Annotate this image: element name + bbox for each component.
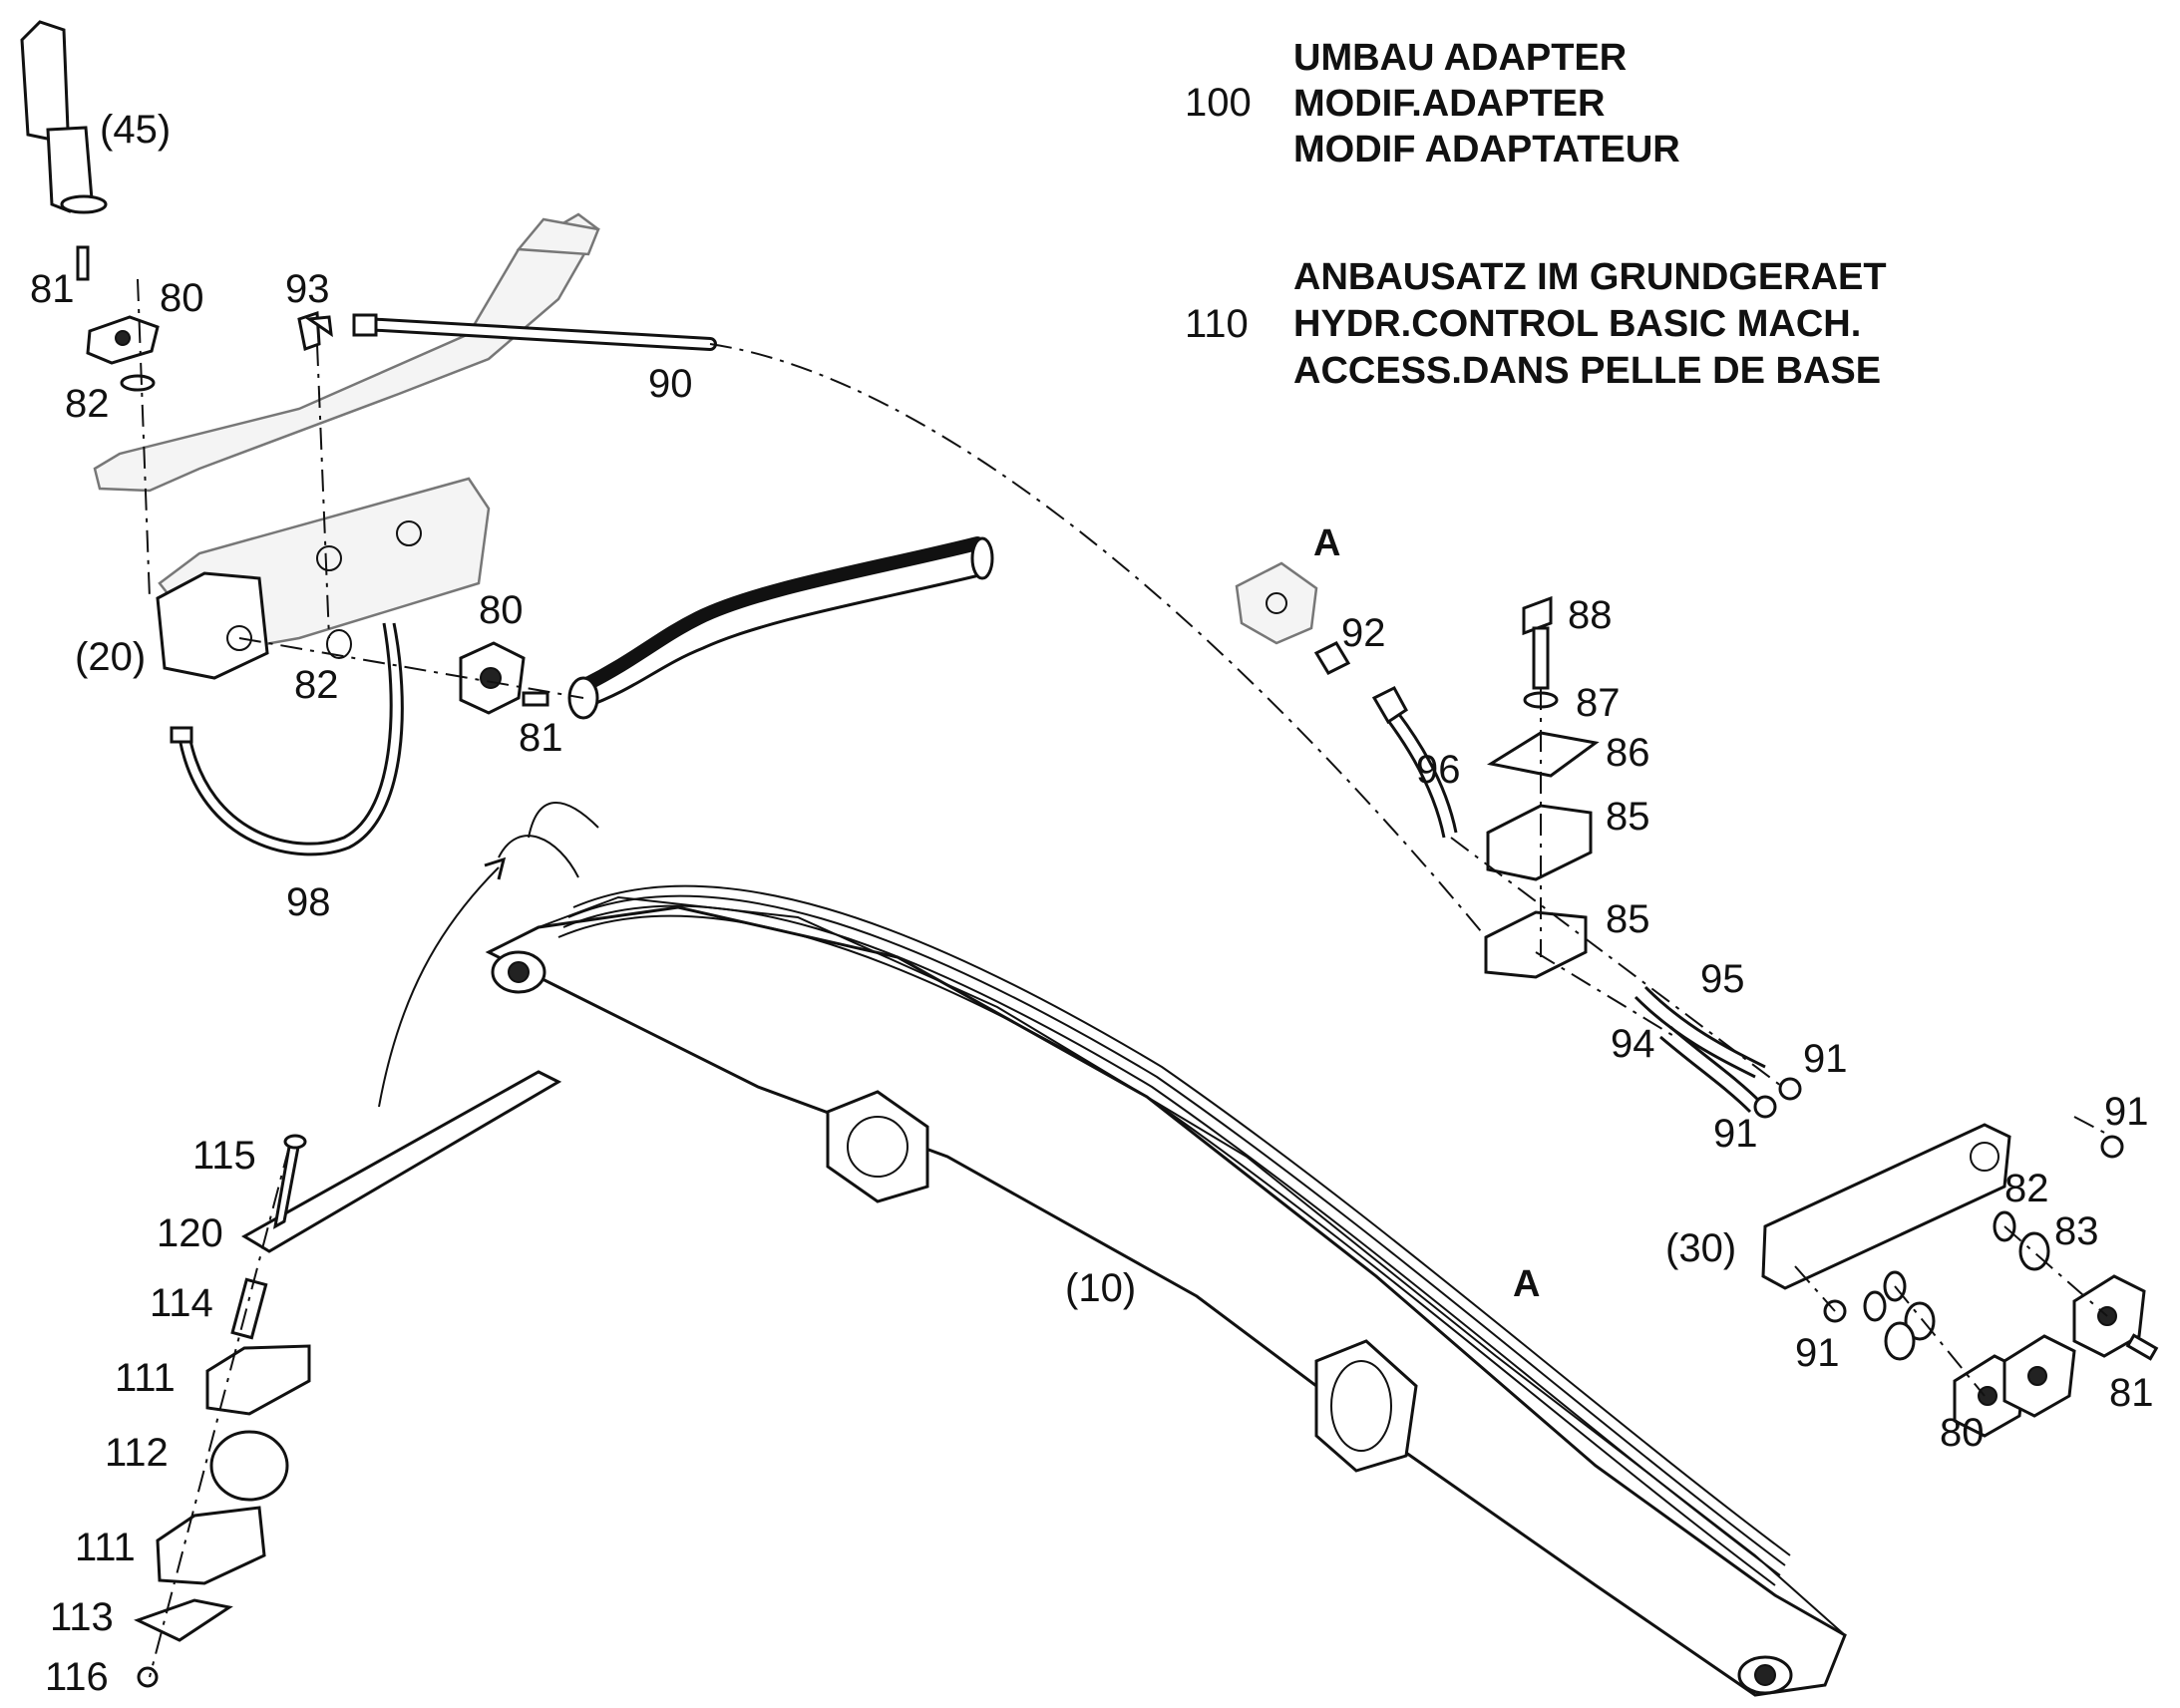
flange-clamp-80-top [86,315,160,365]
seals-82-83 [1863,1210,2050,1361]
nut-116 [137,1666,159,1688]
callout-81-top: 81 [30,267,75,311]
elbow-fitting-93 [297,310,333,351]
callout-81-middle: 81 [519,716,563,760]
callout-81-right: 81 [2109,1371,2154,1415]
callout-86: 86 [1606,731,1650,775]
assembly-centerlines [137,278,2113,1397]
plate-86 [1486,731,1600,778]
assembly-arrow [378,866,500,1108]
valve-mounting-plate [93,212,600,493]
boom-hose-bundle [557,884,1791,1586]
assembly-110-line-2: HYDR.CONTROL BASIC MACH. [1293,303,1861,345]
callout-112: 112 [105,1431,169,1475]
hose-98 [170,622,404,856]
screw-81-middle [522,691,549,707]
assembly-110-line-3: ACCESS.DANS PELLE DE BASE [1293,350,1881,392]
cylinder-rod-45 [20,20,108,214]
o-ring-82-middle [326,629,352,659]
callout-116: 116 [45,1655,109,1699]
assembly-100-line-3: MODIF ADAPTATEUR [1293,129,1680,171]
callout-45: (45) [100,108,171,152]
callout-111-bottom: 111 [75,1526,136,1569]
pilot-valve-view-a [1235,561,1318,645]
view-a-label-top: A [1313,522,1340,564]
o-ring-82-top [120,374,156,392]
control-valve-block-20 [156,477,491,680]
callout-30: (30) [1665,1226,1736,1270]
assembly-100-number: 100 [1185,81,1252,125]
callout-20: (20) [75,635,146,679]
boom-10 [485,802,1847,1697]
assembly-arrow-head [484,856,507,880]
assembly-110-line-1: ANBAUSATZ IM GRUNDGERAET [1293,256,1887,298]
callout-80-right: 80 [1940,1411,1985,1455]
callout-82-middle: 82 [294,663,339,707]
bolt-115 [272,1134,307,1229]
callout-120: 120 [157,1211,223,1255]
bracket-axis-line [149,1146,290,1678]
view-a-label-boom: A [1513,1263,1540,1305]
callout-10: (10) [1065,1266,1136,1310]
screw-81-top [76,245,90,281]
assembly-110-title: 110 ANBAUSATZ IM GRUNDGERAET HYDR.CONTRO… [1185,256,1887,392]
clamp-insert-112 [209,1430,289,1502]
callout-90: 90 [648,362,693,406]
callout-93: 93 [285,267,330,311]
fitting-92 [1313,641,1351,675]
callout-85-bottom: 85 [1606,897,1650,941]
callout-80-middle: 80 [479,588,524,632]
callout-91-b: 91 [1713,1112,1758,1156]
cover-plate-113 [134,1598,233,1642]
bolt-88 [1522,595,1553,690]
clamp-half-111-bottom [156,1506,266,1585]
screw-81-right [2125,1333,2159,1361]
assembly-100-line-1: UMBAU ADAPTER [1293,37,1627,79]
callout-85-top: 85 [1606,795,1650,839]
callout-115: 115 [192,1134,256,1178]
callout-91-c: 91 [2104,1090,2149,1134]
suction-hose [567,536,994,720]
callout-114: 114 [150,1281,213,1325]
hoses-94-95 [1634,985,1766,1114]
hose-90 [352,313,717,351]
callout-83: 83 [2054,1209,2099,1253]
hose-96 [1371,686,1458,839]
fittings-91 [1753,1077,2124,1323]
clamp-half-85-top [1486,804,1593,881]
callout-95: 95 [1700,957,1745,1001]
clamp-half-85-bottom [1484,910,1588,979]
assembly-110-number: 110 [1185,302,1249,346]
flange-80-middle [459,641,526,715]
callout-98: 98 [286,880,331,924]
distributor-block-30 [1761,1123,2011,1290]
callout-labels: (45) 81 80 82 93 90 (20) 82 80 81 98 92 … [30,108,2154,1699]
callout-91-d: 91 [1795,1331,1840,1375]
callout-92: 92 [1341,611,1386,655]
callout-87: 87 [1576,681,1621,725]
assembly-100-line-2: MODIF.ADAPTER [1293,83,1605,125]
assembly-100-title: 100 UMBAU ADAPTER MODIF.ADAPTER MODIF AD… [1185,37,1680,171]
callout-80-top: 80 [160,276,204,320]
spacer-114 [230,1277,268,1340]
callout-94: 94 [1611,1022,1655,1066]
callout-91-a: 91 [1803,1037,1848,1081]
callout-82-right: 82 [2004,1167,2049,1210]
clamp-half-111-top [205,1344,311,1416]
bracket-strip-120 [241,1070,562,1253]
callout-96: 96 [1416,748,1461,792]
callout-113: 113 [50,1595,114,1639]
callout-82-top: 82 [65,382,110,426]
callout-111-top: 111 [115,1356,176,1400]
flanges-80-right [1953,1274,2146,1438]
callout-88: 88 [1568,593,1613,637]
